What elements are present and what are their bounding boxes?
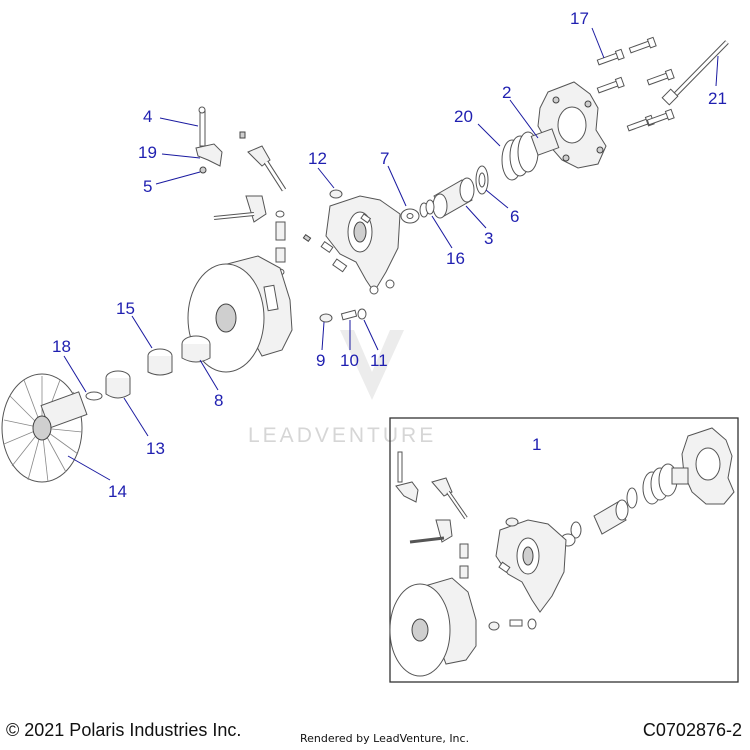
callout-5[interactable]: 5 [143,177,152,196]
callout-4[interactable]: 4 [143,107,152,126]
watermark-text: LEADVENTURE [248,424,436,447]
callout-10[interactable]: 10 [340,351,359,370]
inset-frame [389,417,739,683]
callout-21[interactable]: 21 [708,89,727,108]
part-15-bushing[interactable] [147,348,173,376]
callout-7[interactable]: 7 [380,149,389,168]
part-11-washer[interactable] [357,308,367,320]
copyright-notice: © 2021 Polaris Industries Inc. [6,720,242,740]
leader-lines [63,27,719,481]
part-12-cap[interactable] [329,189,343,199]
part-10-pin[interactable] [340,309,358,321]
part-pins[interactable] [302,213,372,273]
part-sheave-housing[interactable] [325,195,401,295]
part-9-roller[interactable] [319,313,333,323]
part-arm-pin[interactable] [213,131,287,223]
part-16-rings[interactable] [419,199,435,218]
callout-9[interactable]: 9 [316,351,325,370]
callout-labels: 17 2 21 4 20 19 12 7 5 6 3 16 15 9 10 11… [52,9,727,501]
part-5-nut[interactable] [199,166,207,174]
callout-15[interactable]: 15 [116,299,135,318]
part-2-spring[interactable] [501,128,560,181]
part-3-sleeve[interactable] [432,177,475,219]
part-18-ring[interactable] [85,391,103,401]
part-13-bushing[interactable] [105,370,131,399]
callout-6[interactable]: 6 [510,207,519,226]
inset-assembly-1: 1 [389,417,739,683]
part-spider[interactable] [537,81,607,169]
part-8-bushing[interactable] [181,335,211,363]
part-7-washer[interactable] [400,208,420,224]
callout-19[interactable]: 19 [138,143,157,162]
inset-assembled-parts [389,427,735,677]
leadventure-watermark: LEADVENTURE [248,330,436,447]
callout-1[interactable]: 1 [532,435,541,454]
callout-14[interactable]: 14 [108,482,127,501]
part-17-bolts[interactable] [596,36,675,132]
diagram-code: C0702876-2 [642,720,742,740]
callout-11[interactable]: 11 [370,351,388,370]
callout-16[interactable]: 16 [446,249,465,268]
callout-2[interactable]: 2 [502,83,511,102]
callout-8[interactable]: 8 [214,391,223,410]
part-bushings[interactable] [275,210,286,276]
callout-17[interactable]: 17 [570,9,589,28]
callout-18[interactable]: 18 [52,337,71,356]
callout-20[interactable]: 20 [454,107,473,126]
part-moveable-sheave[interactable] [187,255,293,373]
part-21-long-bolt[interactable] [661,40,729,106]
callout-3[interactable]: 3 [484,229,493,248]
part-14-fixed-sheave[interactable] [1,373,88,483]
part-4-bolt[interactable] [198,106,206,147]
part-6-washer[interactable] [475,165,489,195]
callout-13[interactable]: 13 [146,439,165,458]
callout-12[interactable]: 12 [308,149,327,168]
rendered-by-credit: Rendered by LeadVenture, Inc. [300,732,470,745]
part-19-weight-arm[interactable] [195,143,223,167]
